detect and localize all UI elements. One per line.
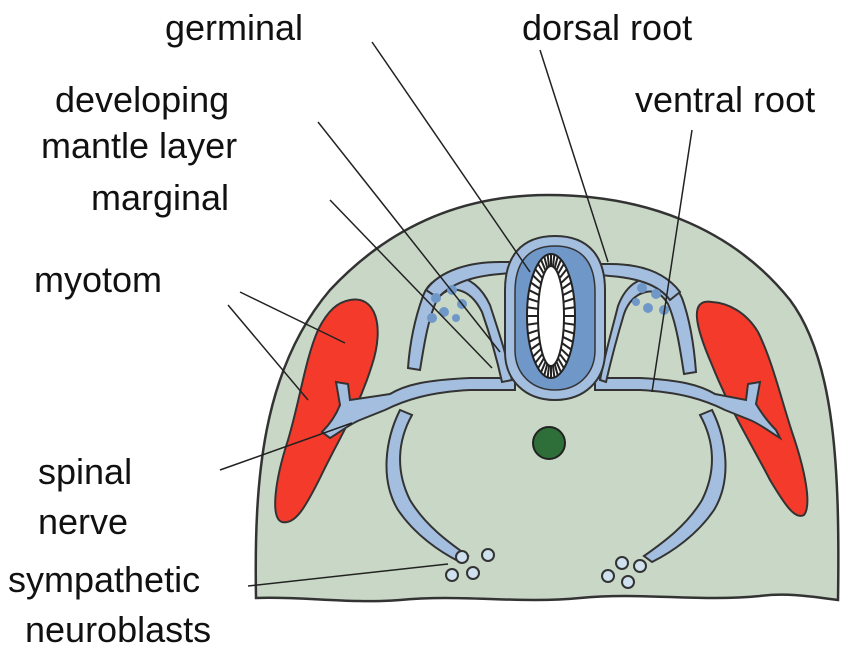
label-germinal: germinal	[165, 8, 303, 48]
label-ventral-root: ventral root	[635, 80, 815, 120]
notochord	[533, 427, 565, 459]
label-sympathetic: sympathetic	[8, 560, 200, 600]
label-dorsal-root: dorsal root	[522, 8, 692, 48]
label-myotom: myotom	[34, 260, 162, 300]
label-spinal: spinal	[38, 452, 132, 492]
label-marginal: marginal	[91, 178, 229, 218]
label-developing: developing	[55, 80, 229, 120]
label-neuroblasts: neuroblasts	[25, 610, 211, 650]
label-mantle-layer: mantle layer	[41, 126, 237, 166]
label-nerve: nerve	[38, 502, 128, 542]
central-canal	[538, 266, 564, 366]
